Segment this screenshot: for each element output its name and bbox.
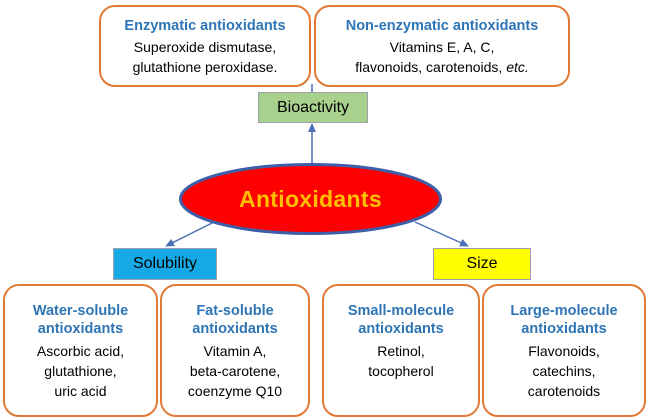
card-line: flavonoids, carotenoids, etc. bbox=[316, 57, 568, 77]
card-title: antioxidants bbox=[37, 321, 124, 337]
card-line: coenzyme Q10 bbox=[187, 383, 283, 399]
card-title: antioxidants bbox=[192, 321, 278, 337]
enzymatic-antioxidants-card: Enzymatic antioxidants Superoxide dismut… bbox=[99, 5, 311, 87]
antioxidants-center-node: Antioxidants bbox=[178, 162, 443, 236]
card-title: Small-molecule bbox=[347, 303, 455, 319]
card-line-italic: etc. bbox=[506, 59, 529, 75]
fat-soluble-antioxidants-card: Fat-soluble antioxidants Vitamin A, beta… bbox=[160, 284, 310, 417]
card-title: Non-enzymatic antioxidants bbox=[345, 18, 539, 34]
small-molecule-antioxidants-card: Small-molecule antioxidants Retinol, toc… bbox=[322, 284, 480, 417]
arrow-to-size bbox=[414, 221, 469, 247]
card-title: Large-molecule bbox=[510, 303, 618, 319]
solubility-label: Solubility bbox=[113, 248, 217, 280]
card-line: carotenoids bbox=[527, 383, 601, 399]
card-line: Superoxide dismutase, bbox=[133, 39, 277, 55]
card-line: glutathione, bbox=[44, 363, 117, 379]
card-line: Vitamins E, A, C, bbox=[389, 39, 495, 55]
card-line: Ascorbic acid, bbox=[36, 343, 125, 359]
card-line: beta-carotene, bbox=[189, 363, 281, 379]
card-line: Flavonoids, bbox=[528, 343, 600, 359]
bioactivity-label-text: Bioactivity bbox=[276, 98, 350, 116]
card-line-main: flavonoids, carotenoids, bbox=[355, 59, 507, 75]
card-title: antioxidants bbox=[521, 321, 607, 337]
arrow-to-solubility bbox=[165, 221, 215, 247]
card-line: uric acid bbox=[54, 383, 107, 399]
card-title: Enzymatic antioxidants bbox=[124, 18, 286, 34]
size-label: Size bbox=[433, 248, 531, 280]
card-line: Vitamin A, bbox=[203, 343, 267, 359]
non-enzymatic-antioxidants-card: Non-enzymatic antioxidants Vitamins E, A… bbox=[314, 5, 570, 87]
solubility-label-text: Solubility bbox=[132, 255, 198, 272]
water-soluble-antioxidants-card: Water-soluble antioxidants Ascorbic acid… bbox=[3, 284, 158, 417]
card-title: Fat-soluble bbox=[196, 303, 274, 319]
center-oval-shape bbox=[179, 163, 442, 235]
card-line: catechins, bbox=[532, 363, 596, 379]
large-molecule-antioxidants-card: Large-molecule antioxidants Flavonoids, … bbox=[482, 284, 646, 417]
card-line: Retinol, bbox=[377, 343, 425, 359]
card-line: tocopherol bbox=[368, 363, 434, 379]
card-title: antioxidants bbox=[358, 321, 444, 337]
bioactivity-label: Bioactivity bbox=[258, 92, 368, 123]
card-line: glutathione peroxidase. bbox=[132, 59, 278, 75]
center-label: Antioxidants bbox=[239, 185, 382, 212]
size-label-text: Size bbox=[466, 255, 498, 272]
card-title: Water-soluble bbox=[32, 303, 129, 319]
